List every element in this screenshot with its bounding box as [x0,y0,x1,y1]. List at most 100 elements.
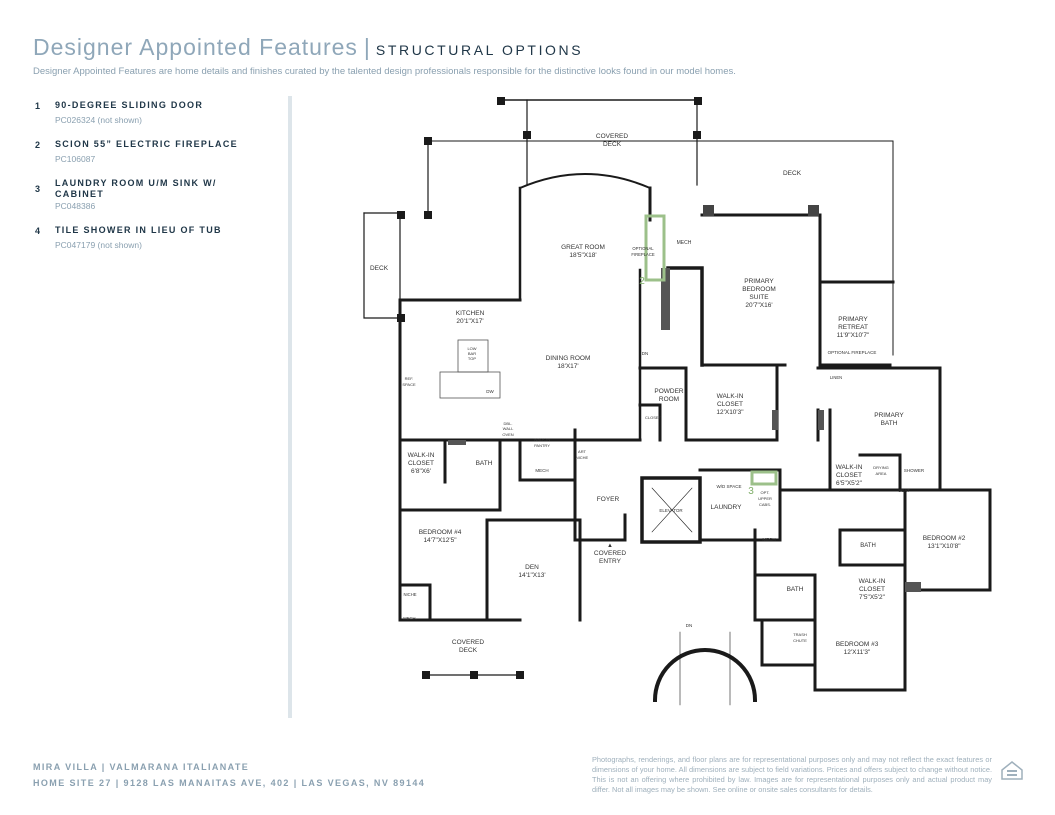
room-label: SEAT [898,488,910,493]
page-description: Designer Appointed Features are home det… [33,66,736,77]
kitchen-island [439,339,501,399]
feature-item: 1 90-DEGREE SLIDING DOOR PC026324 (not s… [35,100,275,125]
feature-number: 3 [35,184,41,194]
option-marker-3: 3 [748,486,754,497]
feature-item: 4 TILE SHOWER IN LIEU OF TUB PC047179 (n… [35,225,275,250]
room-label: DECK [459,647,478,654]
plan-walls [363,99,992,706]
room-label: CLOSET [645,415,662,420]
room-label: REF. [405,376,414,381]
room-label: DN [686,623,693,628]
room-label: 7'5"X5'2" [859,594,886,601]
room-label: GREAT ROOM [561,244,605,251]
sink-option-highlight [750,470,778,486]
room-label: COVERED [452,639,484,646]
room-label: DEN [525,564,539,571]
title-main: Designer Appointed Features [33,34,358,60]
room-label: SHOWER [904,468,925,473]
room-label: DBL. [504,421,513,426]
room-label: BATH [787,586,804,593]
room-label: UPPER [758,496,772,501]
room-labels: COVERED DECK DECK DECK GREAT ROOM 18'5"X… [370,133,966,656]
footer-community: MIRA VILLA | VALMARANA ITALIANATE [33,762,250,772]
room-label: LAUNDRY [711,504,743,511]
room-label: 13'1"X10'8" [927,543,961,550]
room-label: OPTIONAL [632,246,654,251]
room-label: MECH. [403,616,417,621]
feature-number: 4 [35,226,41,236]
plan-columns [397,97,921,679]
room-label: COVERED [596,133,628,140]
room-label: MECH [677,240,692,246]
room-label: PRIMARY [874,412,904,419]
room-label: WALL [503,426,515,431]
feature-name: TILE SHOWER IN LIEU OF TUB [55,225,222,235]
room-label: 20'7"X16' [745,302,772,309]
room-label: RETREAT [838,324,868,331]
room-label: DECK [783,170,802,177]
room-label: COVERED [594,550,626,557]
feature-code: PC047179 (not shown) [55,240,142,250]
room-label: BATH [860,543,876,549]
room-label: WALK-IN [836,464,863,471]
room-label: FOYER [597,496,620,503]
equal-housing-opportunity-icon [1001,761,1023,780]
feature-number: 1 [35,101,41,111]
room-label: NICHE [576,455,589,460]
title-separator: | [363,34,370,60]
room-label: LINEN [830,375,842,380]
floor-plan: COVERED DECK DECK DECK GREAT ROOM 18'5"X… [363,97,992,706]
room-label: 18'X17' [557,363,578,370]
room-label: TRASH [793,632,807,637]
room-label: BATH [881,420,898,427]
room-label: 6'5"X5'2" [836,480,863,487]
room-label: CLOSET [859,586,885,593]
room-label: ENTRY [599,558,622,565]
feature-code: PC026324 (not shown) [55,115,142,125]
room-label: ELEVATOR [659,508,683,513]
room-label: DINING ROOM [546,355,591,362]
option-highlights [644,214,778,486]
room-label: DRYING [873,465,888,470]
room-label: TOP [468,356,476,361]
room-label: KITCHEN [456,310,485,317]
room-label: WALK-IN [534,437,551,442]
room-label: BEDROOM #2 [923,535,966,542]
feature-item: 2 SCION 55” ELECTRIC FIREPLACE PC106087 [35,139,275,164]
room-label: 11'9"X10'7" [837,332,870,339]
room-label: 18'5"X18' [569,252,596,259]
covered-entry-arrow: ▲ [607,543,613,549]
room-label: MECH [535,468,548,473]
option-markers: 2 3 [639,276,754,497]
feature-list: 1 90-DEGREE SLIDING DOOR PC026324 (not s… [35,100,275,264]
footer-homesite: HOME SITE 27 | 9128 LAS MANAITAS AVE, 40… [33,778,426,788]
room-label: BEDROOM #4 [419,529,462,536]
room-label: ROOM [659,396,679,403]
sidebar-divider [288,96,292,718]
room-label: SUITE [749,294,769,301]
feature-name: 90-DEGREE SLIDING DOOR [55,100,204,110]
room-label: 12'X10'3" [716,409,744,416]
room-label: DN [642,351,649,356]
room-label: WALK-IN [717,393,744,400]
feature-code: PC048386 [55,201,96,211]
option-marker-2: 2 [639,276,645,287]
room-label: CABS. [759,502,771,507]
room-label: MECH [762,537,775,542]
room-label: BAR [468,351,476,356]
room-label: 14'1"X13' [518,572,545,579]
footer-address: MIRA VILLA | VALMARANA ITALIANATE HOME S… [33,759,425,791]
title-subtitle: STRUCTURAL OPTIONS [375,42,584,58]
feature-item: 3 LAUNDRY ROOM U/M SINK W/ CABINET PC048… [35,178,275,211]
room-label: CHUTE [793,638,807,643]
room-label: BATH [476,460,493,467]
room-label: WALK-IN [859,578,886,585]
room-label: CLOSET [836,472,862,479]
room-label: WALK-IN [408,452,435,459]
room-label: OPTIONAL FIREPLACE [828,350,877,355]
room-label: LOW [467,346,476,351]
room-label: SPACE [402,382,416,387]
page-title: Designer Appointed Features| STRUCTURAL O… [33,34,583,61]
room-label: PRIMARY [838,316,868,323]
room-label: 12'X11'3" [844,649,871,656]
